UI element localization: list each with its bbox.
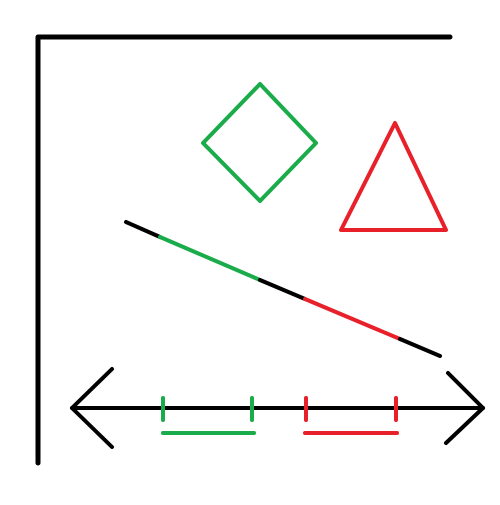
green-diamond bbox=[201, 82, 318, 203]
diagonal-segment-red bbox=[303, 297, 402, 341]
corner-frame bbox=[35, 34, 453, 466]
diagonal-segment-green bbox=[158, 235, 262, 282]
diagonal-segment-black-1 bbox=[124, 220, 162, 239]
diagonal-segment-black-3 bbox=[398, 337, 442, 358]
left-arrowhead bbox=[70, 367, 114, 449]
right-arrowhead bbox=[444, 371, 485, 445]
red-triangle bbox=[339, 121, 448, 232]
diagonal-segment-black-2 bbox=[258, 278, 307, 301]
